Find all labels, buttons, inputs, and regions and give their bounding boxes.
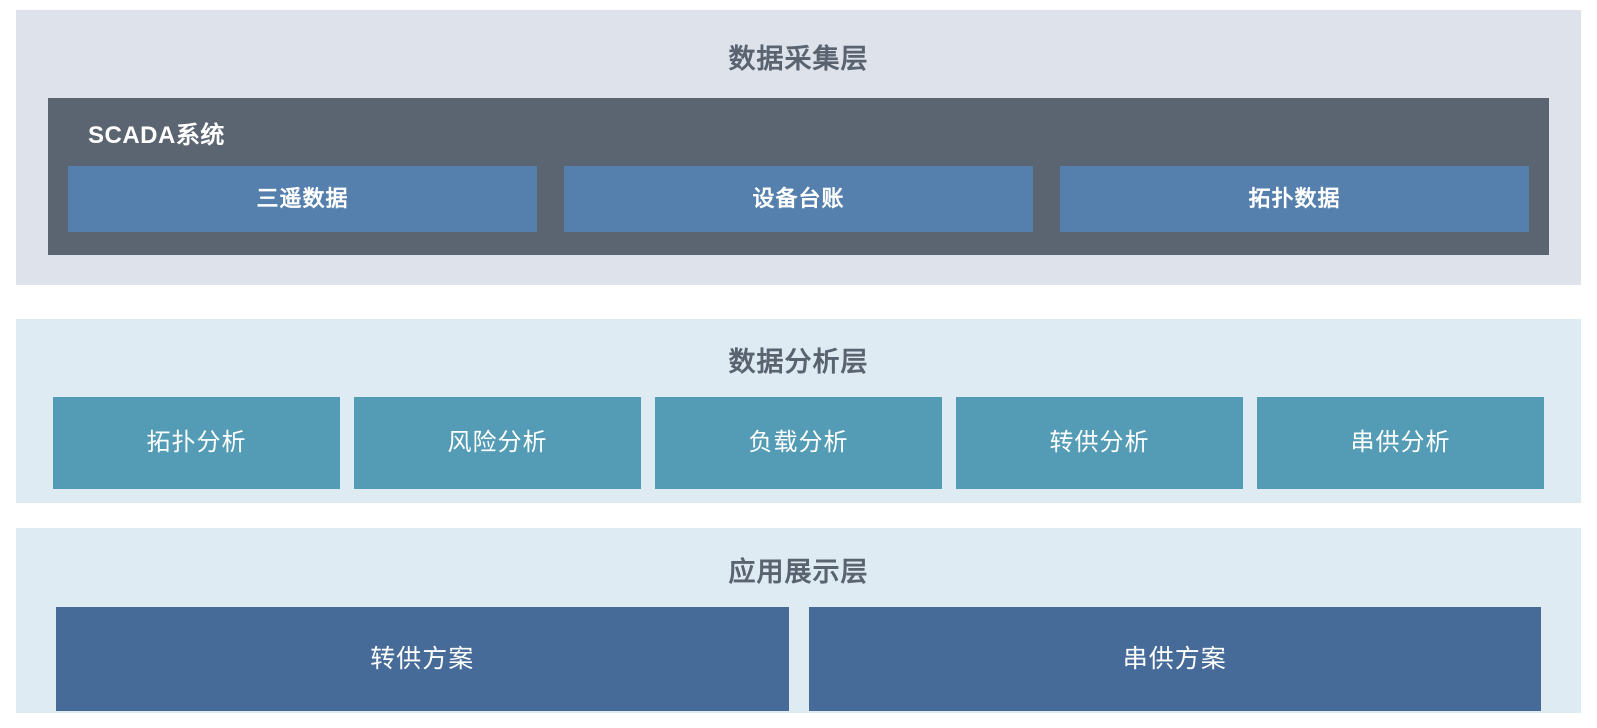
- analysis-items-row: 拓扑分析 风险分析 负载分析 转供分析 串供分析: [53, 397, 1544, 489]
- application-item-series-supply-plan: 串供方案: [808, 607, 1541, 711]
- application-display-layer-title: 应用展示层: [728, 557, 869, 587]
- application-display-layer: 应用展示层 转供方案 串供方案: [16, 528, 1581, 713]
- data-analysis-layer-title: 数据分析层: [728, 347, 869, 377]
- data-collection-layer-title: 数据采集层: [728, 44, 869, 74]
- application-items-row: 转供方案 串供方案: [56, 607, 1541, 711]
- analysis-item-load: 负载分析: [655, 397, 942, 489]
- scada-item-topology-data: 拓扑数据: [1060, 166, 1529, 232]
- analysis-item-transfer-supply: 转供分析: [956, 397, 1243, 489]
- scada-system-box: SCADA系统 三遥数据 设备台账 拓扑数据: [48, 98, 1549, 255]
- analysis-item-series-supply: 串供分析: [1257, 397, 1544, 489]
- scada-item-telemetry-data: 三遥数据: [68, 166, 537, 232]
- data-collection-layer: 数据采集层 SCADA系统 三遥数据 设备台账 拓扑数据: [16, 10, 1581, 285]
- application-item-transfer-supply-plan: 转供方案: [56, 607, 789, 711]
- data-analysis-layer: 数据分析层 拓扑分析 风险分析 负载分析 转供分析 串供分析: [16, 319, 1581, 503]
- analysis-item-topology: 拓扑分析: [53, 397, 340, 489]
- scada-system-label: SCADA系统: [88, 122, 225, 149]
- analysis-item-risk: 风险分析: [354, 397, 641, 489]
- scada-items-row: 三遥数据 设备台账 拓扑数据: [68, 166, 1529, 232]
- scada-item-equipment-ledger: 设备台账: [564, 166, 1033, 232]
